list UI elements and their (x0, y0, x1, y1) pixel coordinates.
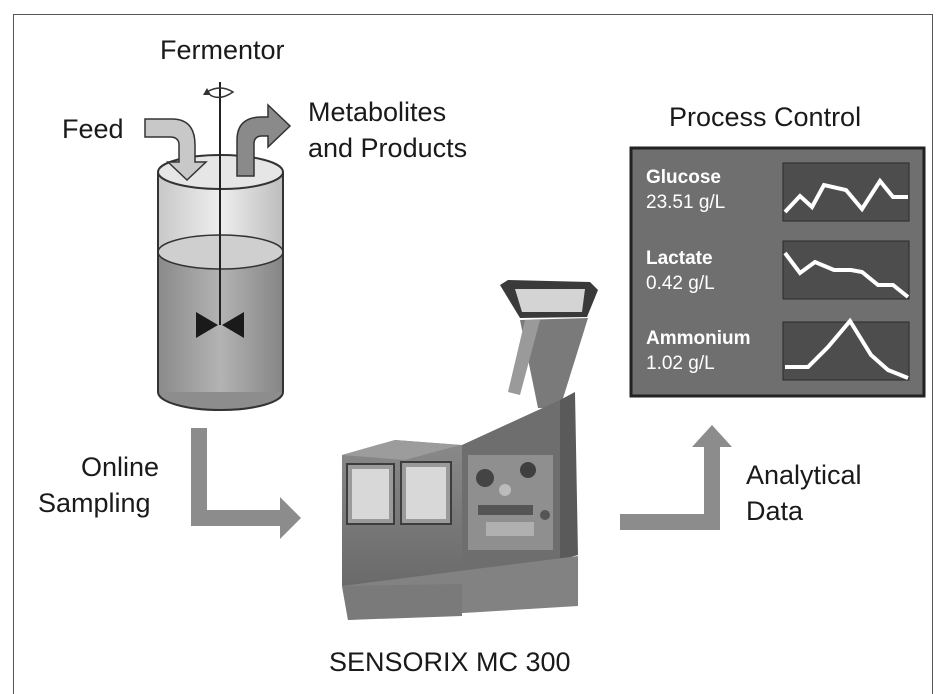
lactate-trend-line (783, 251, 910, 299)
glucose-trend-line (783, 177, 908, 214)
fermentor-label: Fermentor (160, 35, 285, 65)
lactate-name: Lactate (646, 248, 713, 269)
diagram-frame (13, 14, 933, 694)
analyzer-device (342, 280, 598, 620)
process-control-title: Process Control (669, 102, 862, 132)
analytical-data-label-line1: Analytical (746, 460, 862, 490)
ammonium-value: 1.02 g/L (646, 353, 715, 374)
stirrer-shaft (203, 82, 235, 325)
online-sampling-label-line2: Sampling (38, 488, 151, 518)
ammonium-name: Ammonium (646, 328, 751, 349)
analytical-data-label-line2: Data (746, 496, 804, 526)
impeller-icon (196, 312, 244, 338)
metabolites-label-line2: and Products (308, 133, 468, 163)
analytical-arrow (620, 425, 732, 530)
metabolites-arrow (236, 103, 292, 177)
feed-arrow (144, 118, 208, 182)
metabolites-label-line1: Metabolites (308, 97, 447, 127)
device-name-label: SENSORIX MC 300 (329, 647, 571, 677)
glucose-value: 23.51 g/L (646, 192, 726, 213)
sampling-arrow (191, 428, 301, 539)
process-monitor (629, 146, 926, 398)
ammonium-trend-line (785, 317, 909, 380)
glucose-name: Glucose (646, 167, 721, 188)
lactate-value: 0.42 g/L (646, 273, 715, 294)
feed-label: Feed (62, 114, 124, 144)
online-sampling-label-line1: Online (81, 452, 160, 482)
